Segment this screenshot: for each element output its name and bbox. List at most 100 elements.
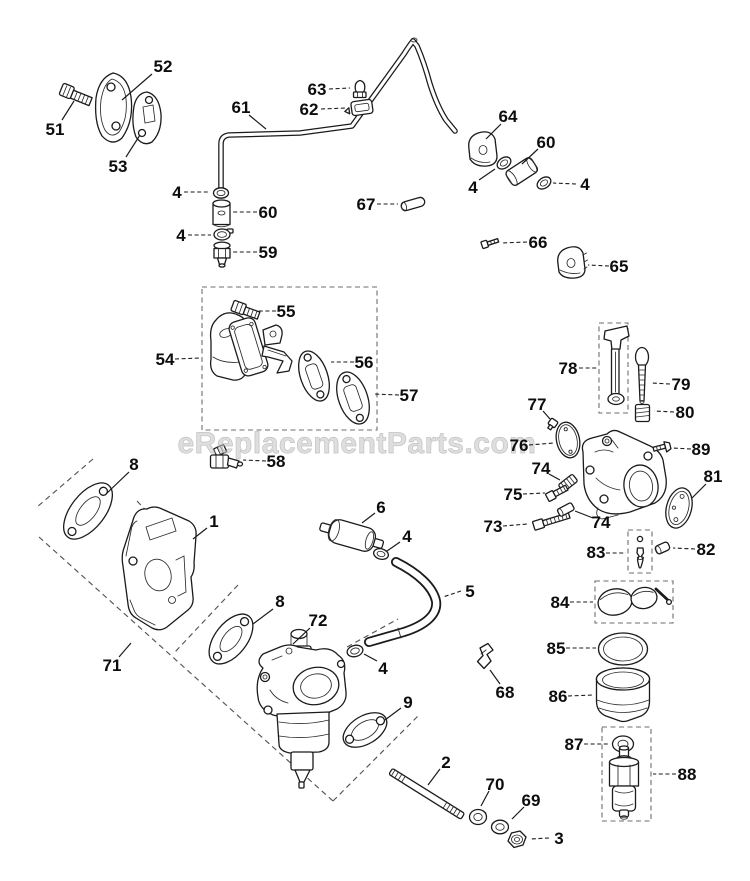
part-label-66: 66 xyxy=(529,233,548,252)
part-label-69: 69 xyxy=(522,791,541,810)
part-label-59: 59 xyxy=(259,243,278,262)
part-label-52: 52 xyxy=(154,57,173,76)
part-float-84 xyxy=(597,586,673,616)
part-bolt-51 xyxy=(58,82,93,107)
part-diaphragm-76 xyxy=(555,421,581,459)
leader-line-4 xyxy=(552,182,577,185)
part-label-4: 4 xyxy=(468,178,478,197)
part-label-1: 1 xyxy=(209,512,218,531)
part-label-58: 58 xyxy=(267,452,286,471)
part-plate-1 xyxy=(121,506,197,631)
leader-line-5 xyxy=(442,590,462,598)
leader-line-6 xyxy=(361,512,376,524)
leader-line-4 xyxy=(363,653,378,662)
leader-line-65 xyxy=(587,264,610,267)
part-fuel-line-61 xyxy=(218,37,458,193)
part-screw-77 xyxy=(547,417,559,431)
part-float-valve-78 xyxy=(603,325,630,406)
part-label-63: 63 xyxy=(308,80,327,99)
part-label-55: 55 xyxy=(277,302,296,321)
leader-line-69 xyxy=(511,806,525,820)
part-washer-69 xyxy=(490,819,510,835)
part-pin-74-lower xyxy=(556,502,575,517)
part-bowl-86 xyxy=(595,667,651,723)
leader-line-81 xyxy=(691,483,707,499)
part-gasket-53 xyxy=(132,91,162,145)
leader-line-62 xyxy=(320,107,348,110)
leader-line-74 xyxy=(548,473,561,481)
part-label-54: 54 xyxy=(156,350,175,369)
part-label-82: 82 xyxy=(697,540,716,559)
part-label-72: 72 xyxy=(309,611,328,630)
leader-line-74 xyxy=(574,510,594,519)
part-label-89: 89 xyxy=(692,440,711,459)
part-clamp-4-filter xyxy=(372,547,390,561)
part-cap-63 xyxy=(352,79,367,99)
part-solenoid-88 xyxy=(608,745,640,820)
part-label-4: 4 xyxy=(580,175,590,194)
leader-line-75 xyxy=(522,492,546,495)
part-label-81: 81 xyxy=(704,467,723,486)
part-cover-64 xyxy=(468,131,498,167)
part-label-61: 61 xyxy=(232,98,251,117)
part-label-5: 5 xyxy=(465,582,474,601)
part-label-87: 87 xyxy=(565,735,584,754)
part-label-76: 76 xyxy=(510,436,529,455)
leader-line-54 xyxy=(174,357,202,360)
part-label-4: 4 xyxy=(378,659,388,678)
part-oring-85 xyxy=(597,632,649,666)
part-stud-2 xyxy=(388,768,465,820)
part-label-74: 74 xyxy=(592,513,611,532)
leader-line-64 xyxy=(485,123,502,140)
leader-line-51 xyxy=(61,100,75,121)
part-label-60: 60 xyxy=(259,203,278,222)
part-label-6: 6 xyxy=(376,498,385,517)
watermark-text: eReplacementParts.com xyxy=(178,427,537,460)
part-cover-81 xyxy=(665,487,693,529)
part-label-65: 65 xyxy=(610,257,629,276)
part-label-78: 78 xyxy=(559,359,578,378)
part-fuel-pump-54 xyxy=(209,312,293,381)
part-filter-6 xyxy=(319,519,385,552)
part-label-74: 74 xyxy=(532,459,551,478)
leader-line-4 xyxy=(386,541,401,552)
leader-line-52 xyxy=(121,73,153,101)
part-gasket-57 xyxy=(336,371,370,425)
part-gasket-56 xyxy=(298,350,330,402)
part-label-64: 64 xyxy=(499,107,518,126)
part-fitting-59 xyxy=(213,241,231,268)
leader-line-8 xyxy=(105,471,130,495)
leader-line-58 xyxy=(242,459,267,462)
leader-line-57 xyxy=(372,393,400,396)
part-label-3: 3 xyxy=(554,829,563,848)
leader-line-70 xyxy=(480,790,490,807)
part-clamp-4-right-b xyxy=(536,176,552,190)
part-filter-60-left xyxy=(212,199,231,228)
leader-line-73 xyxy=(502,523,529,527)
part-plug-82 xyxy=(654,541,671,555)
leader-line-71 xyxy=(118,642,132,658)
leader-line-86 xyxy=(567,694,595,697)
part-clamp-62 xyxy=(344,98,374,117)
part-gasket-8-lower xyxy=(208,613,254,665)
part-fitting-58 xyxy=(209,444,244,469)
part-label-56: 56 xyxy=(355,353,374,372)
part-label-4: 4 xyxy=(402,527,412,546)
part-screw-89 xyxy=(652,441,672,453)
part-needle-79 xyxy=(634,346,650,404)
part-label-79: 79 xyxy=(672,375,691,394)
leader-line-77 xyxy=(542,410,551,420)
part-screw-66 xyxy=(480,237,500,250)
part-clip-68 xyxy=(476,642,494,670)
part-spring-80 xyxy=(634,403,651,423)
part-nut-3 xyxy=(507,830,527,849)
part-clamp-4-left-bottom xyxy=(213,228,234,241)
part-clamp-4-hose xyxy=(346,644,364,658)
leader-line-82 xyxy=(672,547,696,550)
leader-line-79 xyxy=(651,382,671,385)
part-label-53: 53 xyxy=(109,157,128,176)
part-label-86: 86 xyxy=(549,687,568,706)
